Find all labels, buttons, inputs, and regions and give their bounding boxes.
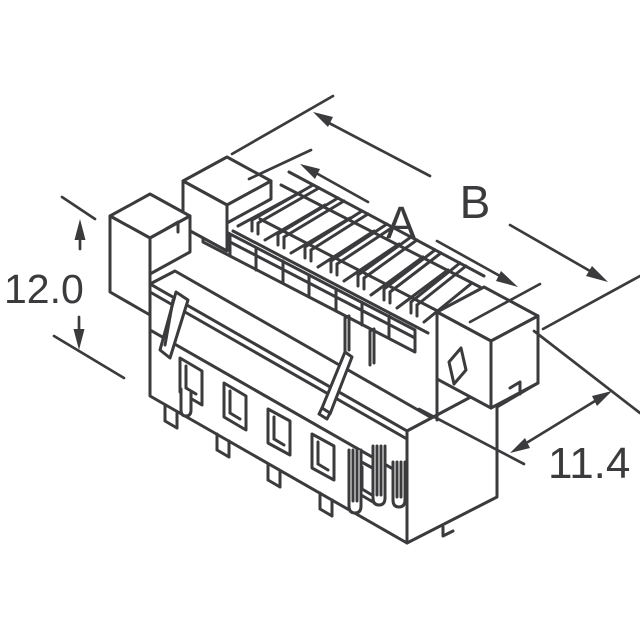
latch-flap-left: [158, 290, 190, 360]
dimension-label-depth: 11.4: [548, 439, 630, 488]
dimension-span-a: A: [247, 148, 542, 324]
down-arrowhead-icon: [73, 329, 85, 350]
connector-housing: [108, 155, 540, 545]
extension-line: [541, 274, 640, 331]
latch-flap-right: [317, 350, 354, 421]
dimension-label-height: 12.0: [4, 266, 84, 312]
up-arrowhead-icon: [74, 219, 86, 240]
arrow-shaft: [314, 171, 370, 204]
arrow-shaft: [435, 239, 502, 278]
dimension-span-b: B: [230, 94, 640, 331]
down-right-arrowhead-icon: [496, 271, 518, 287]
dimension-label-span-b: B: [460, 176, 491, 228]
arrow-shaft: [327, 121, 432, 178]
dimension-height: 12.0: [4, 195, 126, 380]
top-comb: [231, 170, 486, 335]
extension-line: [417, 407, 526, 466]
comb-teeth: [201, 226, 417, 340]
down-right-arrowhead-icon: [586, 266, 608, 282]
body-right-face: [405, 381, 499, 545]
extension-line: [532, 329, 640, 415]
bottom-tabs: [163, 403, 334, 518]
extension-line: [230, 94, 335, 156]
extension-line: [52, 334, 126, 380]
extension-line: [247, 148, 313, 181]
arrow-shaft: [526, 399, 597, 444]
left-end-wall-block: [181, 155, 273, 253]
up-left-arrowhead-icon: [300, 164, 320, 179]
down-left-arrowhead-icon: [510, 438, 530, 453]
retainer-posts: [343, 314, 376, 367]
right-end-block: [435, 285, 540, 422]
extension-line: [468, 282, 542, 324]
solder-pins: [179, 387, 407, 515]
left-boss-block: [108, 192, 192, 333]
up-left-arrowhead-icon: [313, 112, 333, 127]
arrow-shaft: [508, 223, 592, 273]
dimension-depth: 11.4: [417, 329, 640, 488]
dimension-label-span-a: A: [386, 197, 416, 248]
up-right-arrowhead-icon: [592, 391, 612, 406]
extension-line: [60, 195, 97, 221]
